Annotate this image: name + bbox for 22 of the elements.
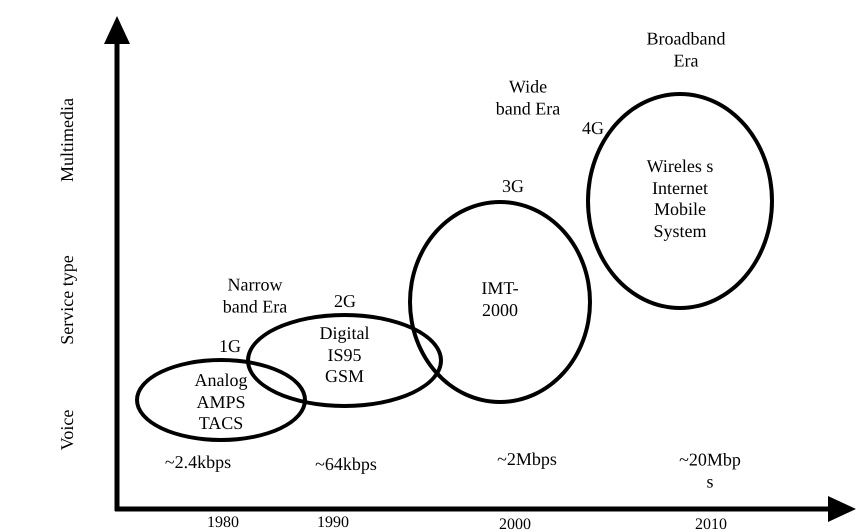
generation-label: 3G bbox=[502, 176, 524, 198]
era-label: Broadband Era bbox=[646, 28, 726, 72]
data-rate-label: ~64kbps bbox=[314, 454, 378, 476]
era-label: Narrow band Era bbox=[222, 274, 288, 318]
year-label: 2000 bbox=[498, 516, 532, 532]
technology-text: IMT-2000 bbox=[480, 278, 520, 322]
generation-label: 1G bbox=[219, 336, 241, 358]
data-rate-label: ~20Mbp s bbox=[678, 449, 742, 493]
axis-label: Voice bbox=[57, 410, 78, 450]
data-rate-label: ~2.4kbps bbox=[164, 452, 232, 474]
technology-text: Digital IS95 GSM bbox=[318, 323, 370, 388]
year-label: 1990 bbox=[316, 514, 350, 532]
axis-label: Multimedia bbox=[57, 98, 78, 182]
year-label: 2010 bbox=[694, 516, 728, 532]
year-label: 1980 bbox=[206, 514, 240, 532]
axis-label: Service type bbox=[57, 255, 78, 345]
era-label: Wide band Era bbox=[494, 76, 562, 120]
generation-label: 2G bbox=[334, 291, 356, 313]
generation-label: 4G bbox=[582, 118, 604, 140]
technology-text: Analog AMPS TACS bbox=[194, 370, 248, 435]
technology-text: Wireles s Internet Mobile System bbox=[646, 156, 714, 242]
data-rate-label: ~2Mbps bbox=[496, 449, 558, 471]
